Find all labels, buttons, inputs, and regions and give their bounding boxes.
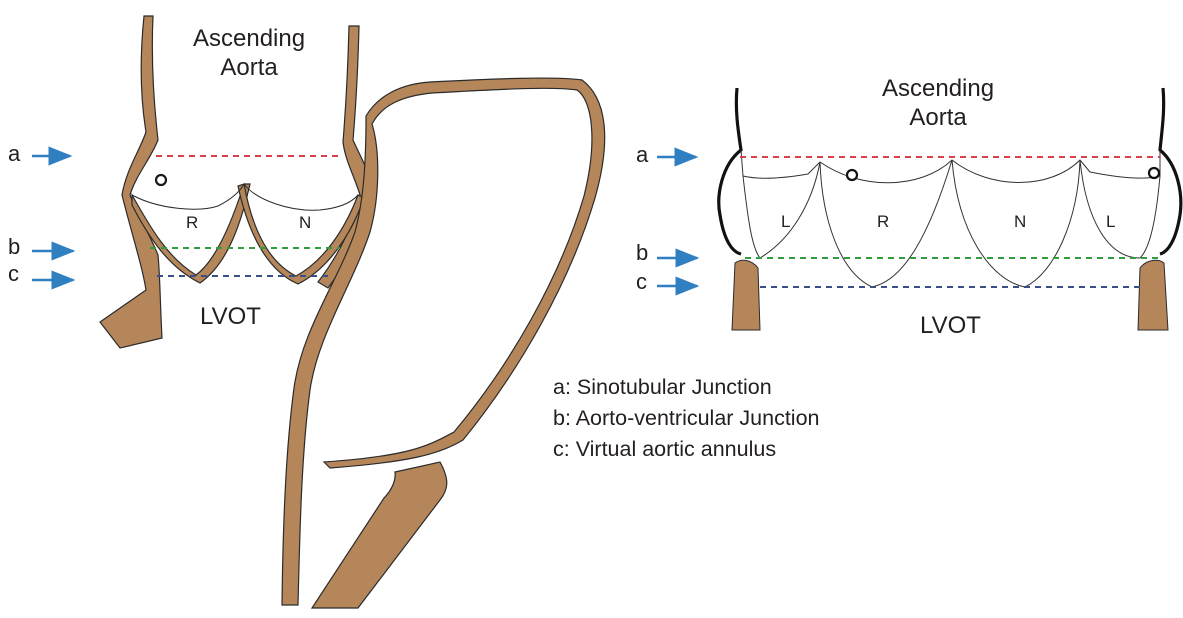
right-title: Ascending Aorta — [882, 74, 994, 132]
legend-item-c: c: Virtual aortic annulus — [553, 434, 820, 465]
left-title-line1: Ascending — [193, 24, 305, 53]
leaflet-n-edge — [244, 184, 358, 210]
sinus-outline-left — [719, 88, 741, 254]
right-lvot-label: LVOT — [920, 314, 981, 338]
right-stump — [1138, 260, 1168, 330]
right-coronary-ostium — [1149, 168, 1159, 178]
left-leaflet-r: R — [186, 214, 198, 231]
right-leaflet-n: N — [1014, 213, 1026, 230]
left-marker-c: c — [8, 263, 19, 285]
left-marker-b: b — [8, 236, 20, 258]
coronary-ostium — [156, 175, 166, 185]
left-leaflet-n: N — [299, 214, 311, 231]
left-marker-a: a — [8, 143, 20, 165]
left-title: Ascending Aorta — [193, 24, 305, 82]
leaflet-r-edge — [132, 184, 244, 209]
left-title-line2: Aorta — [193, 53, 305, 82]
left-coronary-ostium — [847, 170, 857, 180]
left-stump — [732, 260, 760, 330]
right-leaflet-l1: L — [781, 213, 790, 230]
right-marker-c: c — [636, 271, 647, 293]
leaflet-cusps — [743, 160, 1160, 287]
sinus-outline-right — [1160, 88, 1181, 254]
left-lvot-label: LVOT — [200, 305, 261, 329]
right-title-line1: Ascending — [882, 74, 994, 103]
right-marker-b: b — [636, 242, 648, 264]
left-aortic-root-section — [32, 16, 605, 608]
ventricular-wall-strip — [282, 78, 605, 605]
right-marker-a: a — [636, 144, 648, 166]
legend-item-b: b: Aorto-ventricular Junction — [553, 403, 820, 434]
right-leaflet-r: R — [877, 213, 889, 230]
legend: a: Sinotubular Junction b: Aorto-ventric… — [553, 372, 820, 465]
outflow-tube — [312, 462, 447, 608]
left-aortic-wall — [100, 16, 162, 348]
right-title-line2: Aorta — [882, 103, 994, 132]
right-leaflet-l2: L — [1106, 213, 1115, 230]
legend-item-a: a: Sinotubular Junction — [553, 372, 820, 403]
